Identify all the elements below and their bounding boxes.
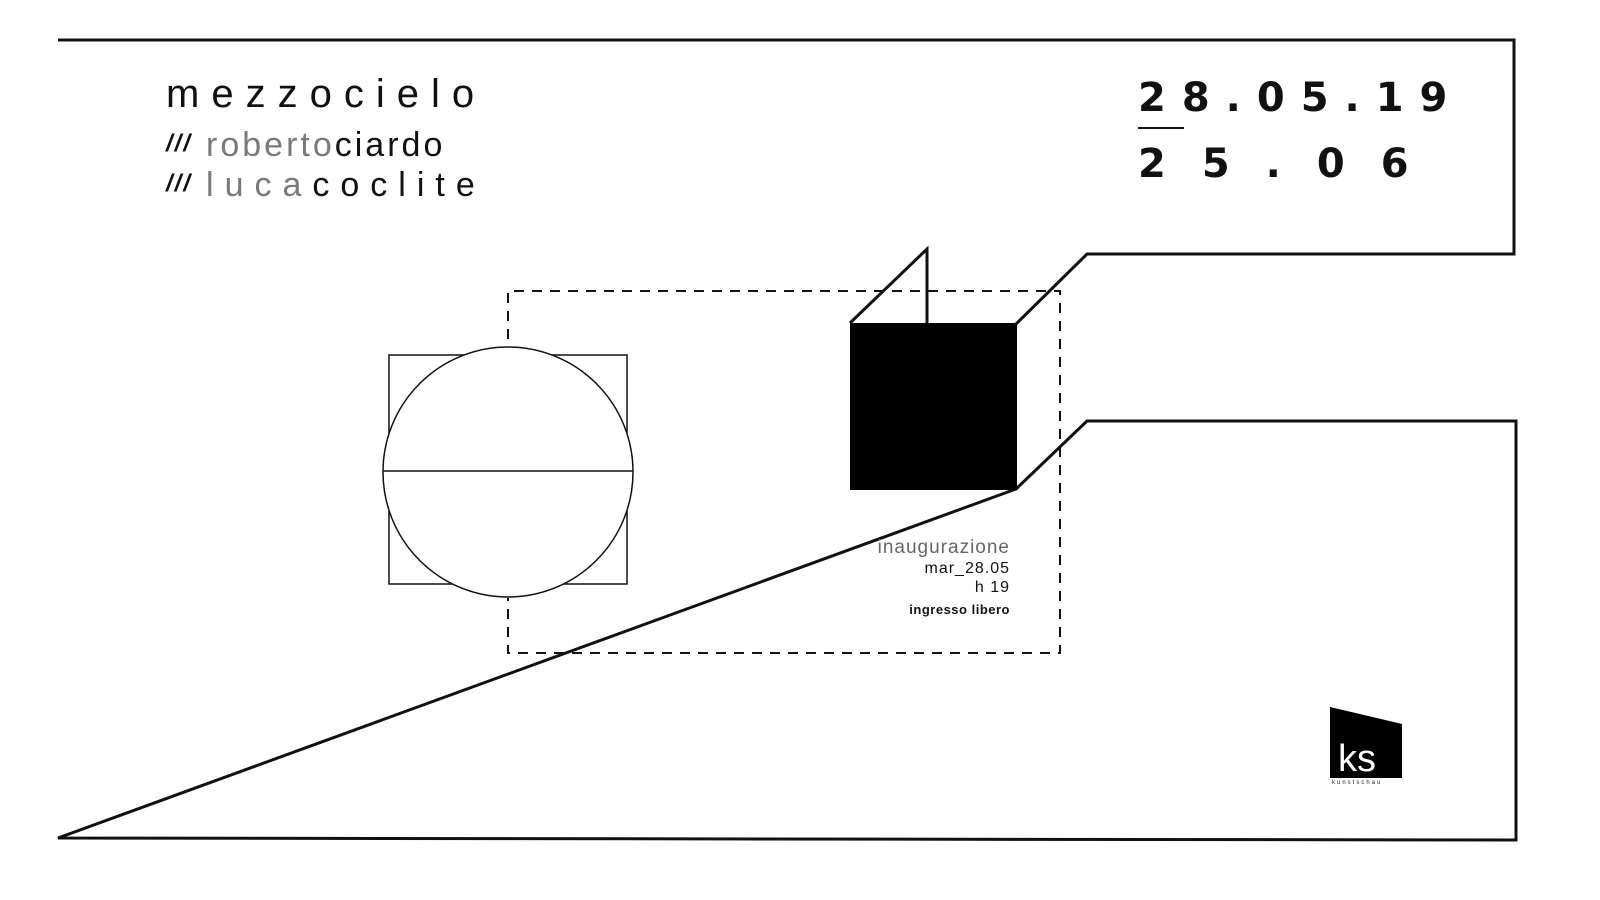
artist-last-name: coclite — [312, 166, 486, 204]
opening-date: mar_28.05 — [924, 560, 1010, 577]
opening-label: inaugurazione — [877, 537, 1010, 558]
circle-shape — [382, 346, 634, 598]
artist-prefix: /// — [166, 130, 193, 157]
logo-mark-text: ks — [1338, 738, 1376, 780]
logo-caption: kunstschau — [1332, 780, 1383, 786]
entry-note: ingresso libero — [909, 602, 1010, 617]
cube-lid — [848, 245, 929, 325]
outer-frame — [57, 38, 1518, 842]
artist-line-1: /// robertociardo — [166, 128, 445, 162]
end-date: 25.06 — [1138, 141, 1445, 187]
black-cube-front — [850, 323, 1017, 490]
artist-last-name: ciardo — [334, 126, 446, 164]
artist-first-name: luca — [206, 166, 313, 204]
exhibition-title: mezzocielo — [166, 72, 487, 116]
artist-first-name: roberto — [206, 126, 335, 164]
logo-mark: ks — [1330, 707, 1402, 780]
artist-prefix: /// — [166, 170, 193, 197]
start-date: 28.05.19 — [1138, 75, 1464, 121]
dashed-outline — [507, 290, 1061, 654]
opening-hour: h 19 — [974, 579, 1010, 596]
artist-line-2: /// lucacoclite — [166, 168, 486, 202]
